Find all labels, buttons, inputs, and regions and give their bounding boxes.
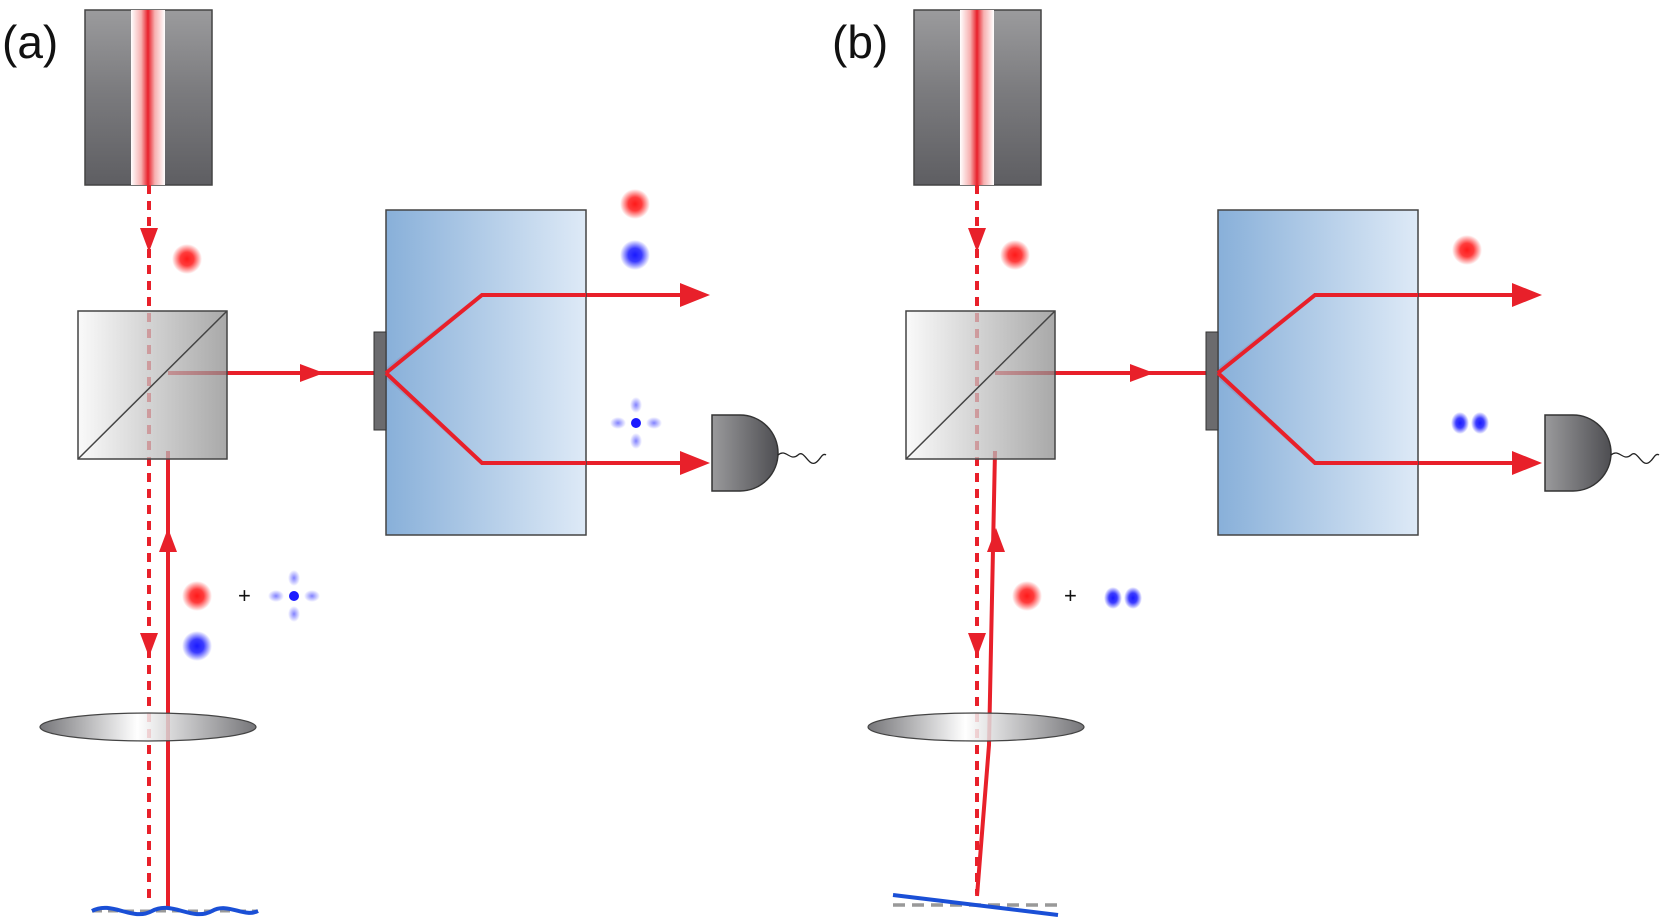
fiber-source-icon xyxy=(84,9,213,186)
photodetector-icon xyxy=(711,414,827,492)
arrow-right-b xyxy=(1130,364,1154,382)
superposition-plus-b: + xyxy=(1064,583,1077,608)
lens-icon xyxy=(39,712,257,742)
panel-a: (a) xyxy=(2,9,827,917)
beam-splitter-icon xyxy=(905,310,1056,460)
panel-label-b: (b) xyxy=(832,16,888,68)
fundamental-mode-spot xyxy=(172,244,202,274)
mode-converter-icon xyxy=(1205,209,1419,536)
fiber-source-icon xyxy=(913,9,1042,186)
arrow-out-upper-a xyxy=(680,283,710,307)
arrow-down-b2 xyxy=(968,633,986,657)
higher-mode-spot xyxy=(620,240,650,270)
tilted-mode-pattern xyxy=(268,570,320,622)
return-beam-b xyxy=(975,450,997,897)
arrow-up-a xyxy=(159,528,177,552)
tilted-mirror-icon xyxy=(892,893,1059,917)
lens-icon xyxy=(867,712,1085,742)
rough-surface-icon xyxy=(91,905,259,917)
arrow-down-b1 xyxy=(968,228,986,252)
arrow-up-b xyxy=(987,528,1005,552)
higher-mode-spot xyxy=(182,631,212,661)
arrow-out-upper-b xyxy=(1512,283,1542,307)
fundamental-mode-spot xyxy=(182,581,212,611)
tilted-mode-pattern xyxy=(610,397,662,449)
fundamental-mode-spot xyxy=(1012,581,1042,611)
panel-label-a: (a) xyxy=(2,16,58,68)
mode-converter-icon xyxy=(373,209,587,536)
fundamental-mode-spot xyxy=(620,189,650,219)
fundamental-mode-spot xyxy=(1452,235,1482,265)
arrow-right-a xyxy=(300,364,324,382)
tilt-mode-pattern xyxy=(1451,412,1489,434)
beam-arrows-a xyxy=(140,228,710,657)
arrow-out-lower-b xyxy=(1512,451,1542,475)
beam-splitter-icon xyxy=(77,310,228,460)
arrow-down-a1 xyxy=(140,228,158,252)
arrow-down-a2 xyxy=(140,633,158,657)
superposition-plus-a: + xyxy=(238,583,251,608)
arrow-out-lower-a xyxy=(680,451,710,475)
tilt-mode-pattern xyxy=(1104,587,1142,609)
photodetector-icon xyxy=(1544,414,1660,492)
fundamental-mode-spot xyxy=(1000,240,1030,270)
beam-arrows-b xyxy=(968,228,1542,657)
panel-b: (b) xyxy=(832,9,1660,917)
